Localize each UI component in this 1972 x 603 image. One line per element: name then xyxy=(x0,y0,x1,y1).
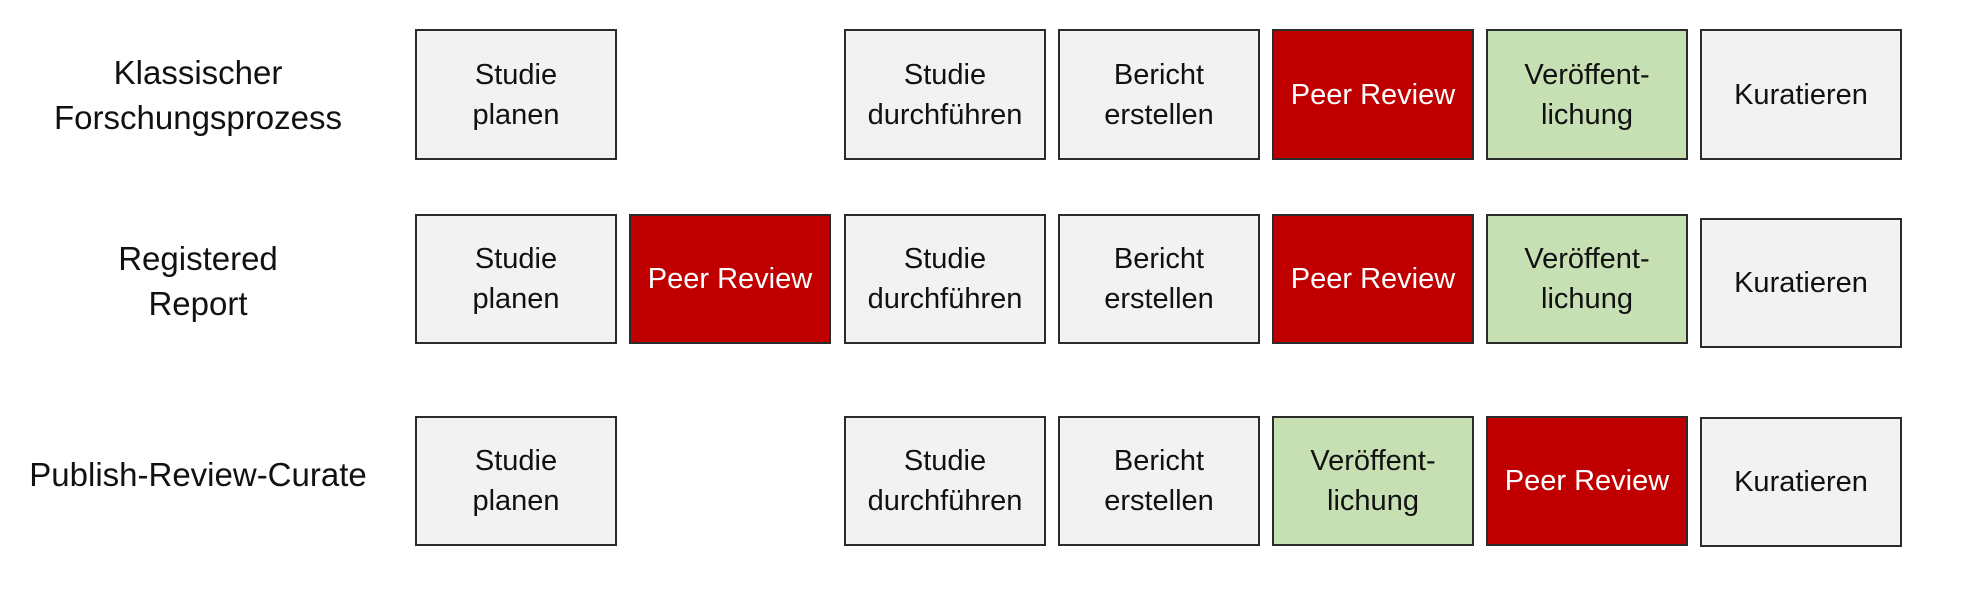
step-kuratieren: Kuratieren xyxy=(1700,29,1902,160)
step-bericht-erstellen: Bericht erstellen xyxy=(1058,214,1260,344)
step-bericht-erstellen: Bericht erstellen xyxy=(1058,416,1260,546)
step-studie-durchfuehren: Studie durchführen xyxy=(844,416,1046,546)
step-kuratieren: Kuratieren xyxy=(1700,218,1902,348)
row-label-klassischer-forschungsprozess: Klassischer Forschungsprozess xyxy=(54,54,342,136)
row-label-registered-report: Registered Report xyxy=(118,240,278,322)
step-studie-planen: Studie planen xyxy=(415,214,617,344)
step-peer-review: Peer Review xyxy=(1486,416,1688,546)
step-peer-review: Peer Review xyxy=(1272,29,1474,160)
step-peer-review: Peer Review xyxy=(629,214,831,344)
step-bericht-erstellen: Bericht erstellen xyxy=(1058,29,1260,160)
row-label-publish-review-curate: Publish-Review-Curate xyxy=(29,456,367,493)
step-studie-planen: Studie planen xyxy=(415,416,617,546)
step-veroeffentlichung: Veröffent- lichung xyxy=(1486,214,1688,344)
step-veroeffentlichung: Veröffent- lichung xyxy=(1486,29,1688,160)
step-studie-durchfuehren: Studie durchführen xyxy=(844,29,1046,160)
step-studie-planen: Studie planen xyxy=(415,29,617,160)
step-studie-durchfuehren: Studie durchführen xyxy=(844,214,1046,344)
step-peer-review: Peer Review xyxy=(1272,214,1474,344)
step-veroeffentlichung: Veröffent- lichung xyxy=(1272,416,1474,546)
step-kuratieren: Kuratieren xyxy=(1700,417,1902,547)
